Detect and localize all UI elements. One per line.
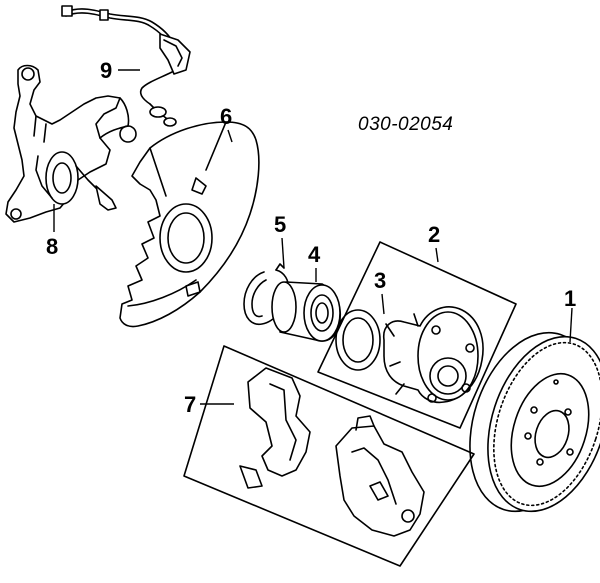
callout-4: 4 [308,242,321,267]
callout-8: 8 [46,234,59,259]
callout-2: 2 [428,222,441,247]
callout-3: 3 [374,268,387,293]
callout-6: 6 [220,104,233,129]
callout-9: 9 [100,58,113,83]
hub-seal [335,309,381,371]
brake-rotor [469,331,600,513]
caliper-assembly [183,345,475,567]
dust-shield [119,121,260,328]
callout-1: 1 [564,286,577,311]
callout-7: 7 [184,392,197,417]
wheel-bearing [271,281,342,342]
callout-5: 5 [274,212,287,237]
part-number-label: 030-02054 [358,114,454,135]
steering-knuckle [5,64,137,223]
hub-assembly [317,241,517,429]
abs-sensor-wire [61,5,191,127]
